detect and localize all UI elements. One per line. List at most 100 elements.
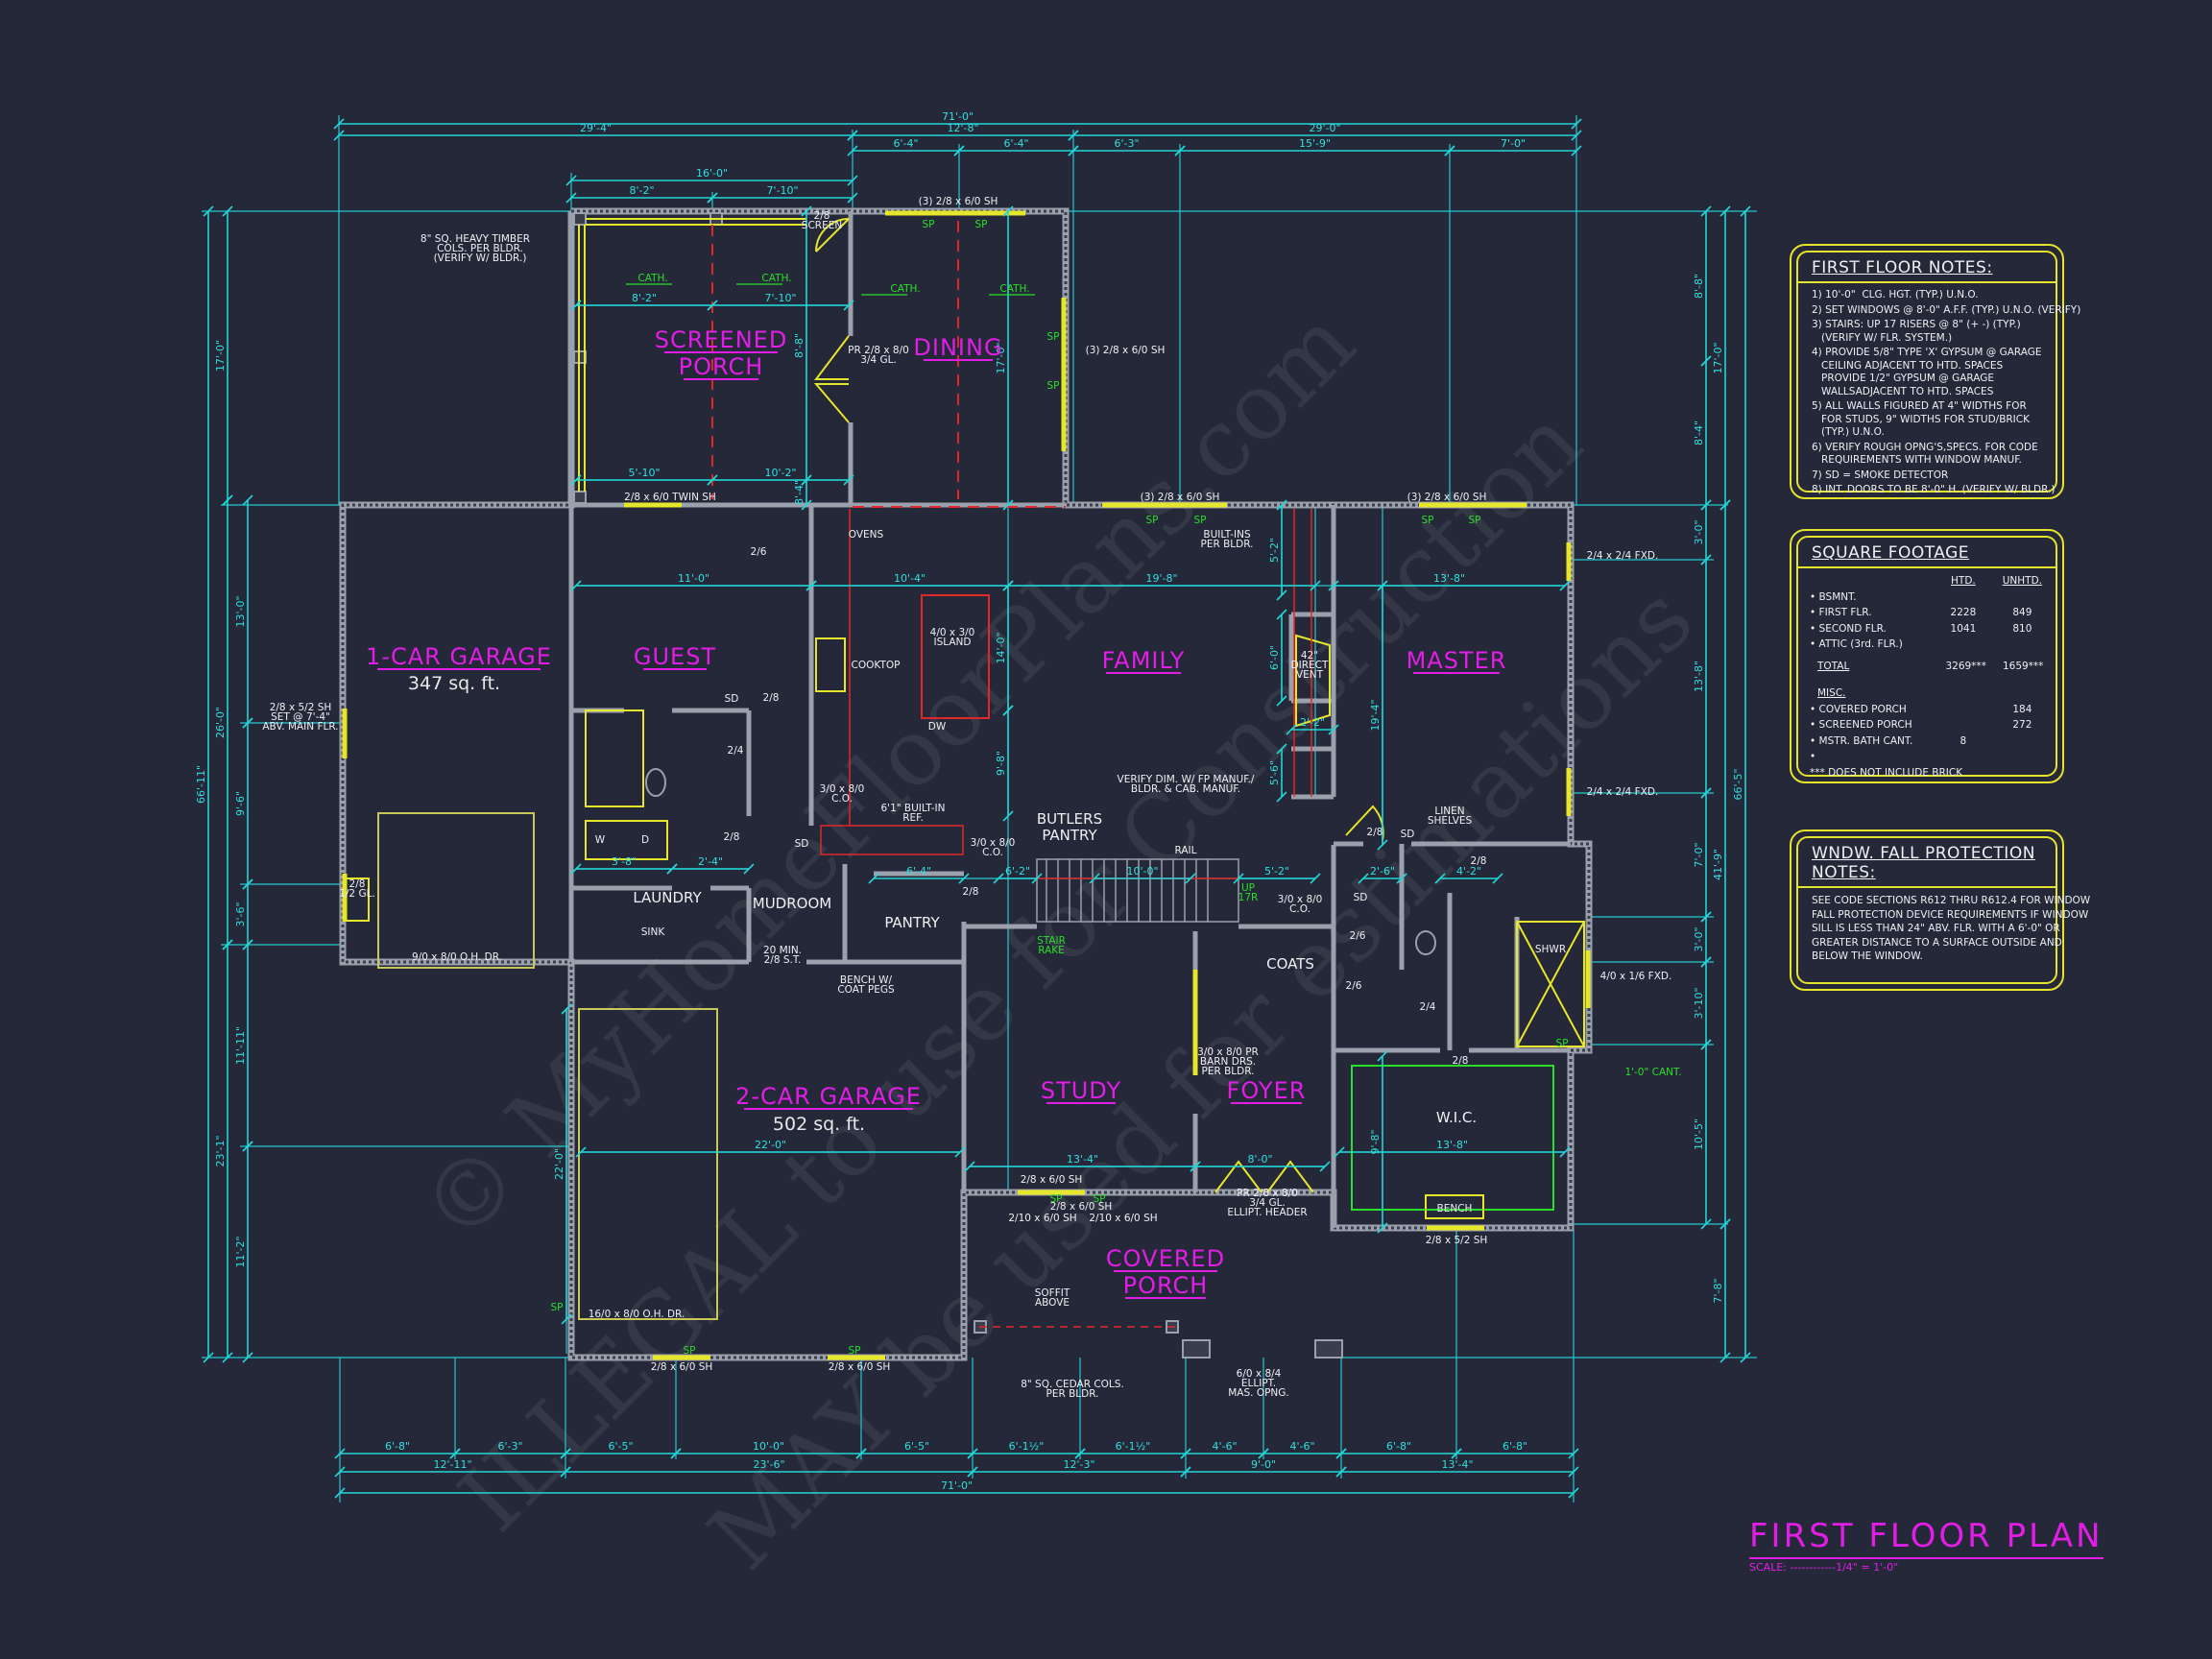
sf-misc-row: • [1810,751,1816,762]
dimension-label: 17'-0" [995,342,1007,373]
dimension-label: 6'-3" [1114,137,1139,150]
dimension-label: 4'-6" [1289,1440,1314,1453]
dimension-tick [847,130,858,141]
dimension-label: 2'-6" [1370,865,1395,878]
dimension-tick [242,939,253,950]
annotation: 2/4 x 2/4 FXD. [1587,786,1659,798]
room-label-foyer: FOYER [1227,1077,1307,1104]
annotation: 3/0 x 8/0 PR [1197,1046,1259,1058]
watermark-line-2: ILLEGAL to use for Construction [439,388,1602,1551]
dimension-label: 71'-0" [942,110,974,123]
note-item: 5) ALL WALLS FIGURED AT 4" WIDTHS FOR FO… [1812,400,2031,438]
door-tag: 2/8 [763,692,780,704]
dimension-label: 6'-4" [893,137,918,150]
dimension-label: 16'-0" [696,167,728,180]
dimension-label: 19'-8" [1145,572,1177,585]
plan-title: FIRST FLOOR PLAN [1749,1517,2104,1559]
dimension-tick [1396,873,1407,884]
dimension-label: 17'-0" [1712,342,1724,373]
dimension-tick [1328,724,1339,735]
dimension-tick [1700,499,1712,511]
dimension-tick [993,873,1004,884]
dimension-label: 19'-4" [1369,699,1382,731]
dimension-tick [1571,145,1582,156]
sp-note: SP [975,219,988,230]
sp-note: SP [1047,331,1060,343]
note-item: 4) PROVIDE 5/8" TYPE 'X' GYPSUM @ GARAGE… [1812,347,2042,397]
sink-tag: SINK [641,926,666,938]
dimension-label: 6'-4" [906,865,931,878]
dimension-tick [1180,1448,1191,1459]
annotation: 2/8 x 6/0 SH [651,1361,713,1373]
dimension-tick [565,175,577,186]
door-tag: 2/6 [751,546,767,558]
dimension-tick [967,1448,978,1459]
dimension-label: 2'-2" [1300,716,1325,729]
dimension-label: 66'-5" [1732,768,1744,800]
dimension-label: 8'-0" [1247,1153,1272,1166]
sp-note: SP [1556,1038,1569,1049]
dimension-tick [1185,873,1196,884]
dimension-label: 7'-8" [1712,1278,1724,1303]
dimension-tick [953,145,965,156]
annotation: COAT PEGS [837,984,895,996]
annotation: 2/8 x 6/0 SH [829,1361,891,1373]
dimension-tick [1276,499,1287,511]
annotation: 2/4 x 2/4 FXD. [1587,550,1659,562]
room-label-shower: SHWR [1535,944,1566,955]
dimension-tick [203,1352,214,1363]
dimension-tick [1180,1466,1191,1478]
room-labels: SCREENED PORCH DINING 1-CAR GARAGE 347 s… [366,326,1566,1299]
annotation: 3/0 x 8/0 [971,837,1016,849]
dimension-label: 17'-0" [214,340,227,372]
dimension-tick [868,873,879,884]
annotation: 6/0 x 8/4 [1237,1368,1282,1380]
sp-note: SP [551,1302,564,1313]
square-footage-panel: SQUARE FOOTAGE HTD.UNHTD. • BSMNT. • FIR… [1790,529,2064,783]
dimension-tick [1233,873,1244,884]
dimension-tick [242,494,253,506]
dimension-tick [1719,1218,1731,1230]
dimension-label: 6'-0" [1268,645,1281,670]
dimension-tick [1258,1448,1269,1459]
dimension-label: 4'-6" [1212,1440,1237,1453]
door-tag: 2/6 [1346,980,1362,992]
annotation: RAIL [1175,845,1197,856]
dimension-label: 6'-4" [1003,137,1028,150]
dimension-tick [1068,130,1079,141]
annotation: VERIFY DIM. W/ FP MANUF./ [1118,774,1255,785]
dimension-tick [1031,873,1043,884]
room-label-2-car-garage: 2-CAR GARAGE [735,1083,922,1110]
col-unhtd: UNHTD. [2002,575,2043,587]
annotation: BARN DRS. [1200,1056,1256,1068]
annotation: COOKTOP [852,660,901,671]
dimension-tick [1377,1050,1388,1062]
dimension-label: 5'-2" [1264,865,1289,878]
dimension-label: 6'-8" [1386,1440,1411,1453]
dimension-tick [1310,580,1321,591]
annotation: OVENS [849,529,884,541]
door-tag: 2/6 [1350,930,1366,942]
room-label-laundry: LAUNDRY [633,889,702,906]
dimension-tick [1286,724,1297,735]
dimension-label: 41'-9" [1712,849,1724,880]
annotation: 2/8 x 5/2 SH [1426,1235,1488,1246]
dimension-tick [334,1487,346,1499]
dimension-label: 8'-8" [793,333,805,358]
dimension-tick [1451,1448,1462,1459]
room-label-screened-porch-1: SCREENED [655,326,788,353]
dimension-tick [1719,1352,1731,1363]
dimension-tick [222,205,233,217]
annotation: LINEN [1434,805,1464,817]
dimension-tick [570,474,582,486]
dimension-label: 9'-8" [995,751,1007,776]
dimension-tick [1335,1466,1347,1478]
dimension-tick [1700,1218,1712,1230]
room-label-mudroom: MUDROOM [753,895,831,912]
smoke-detector-tag: SD [725,693,739,705]
washer-tag: W [595,834,606,846]
dimension-tick [670,1448,682,1459]
annotation: PER BLDR. [1201,539,1254,550]
